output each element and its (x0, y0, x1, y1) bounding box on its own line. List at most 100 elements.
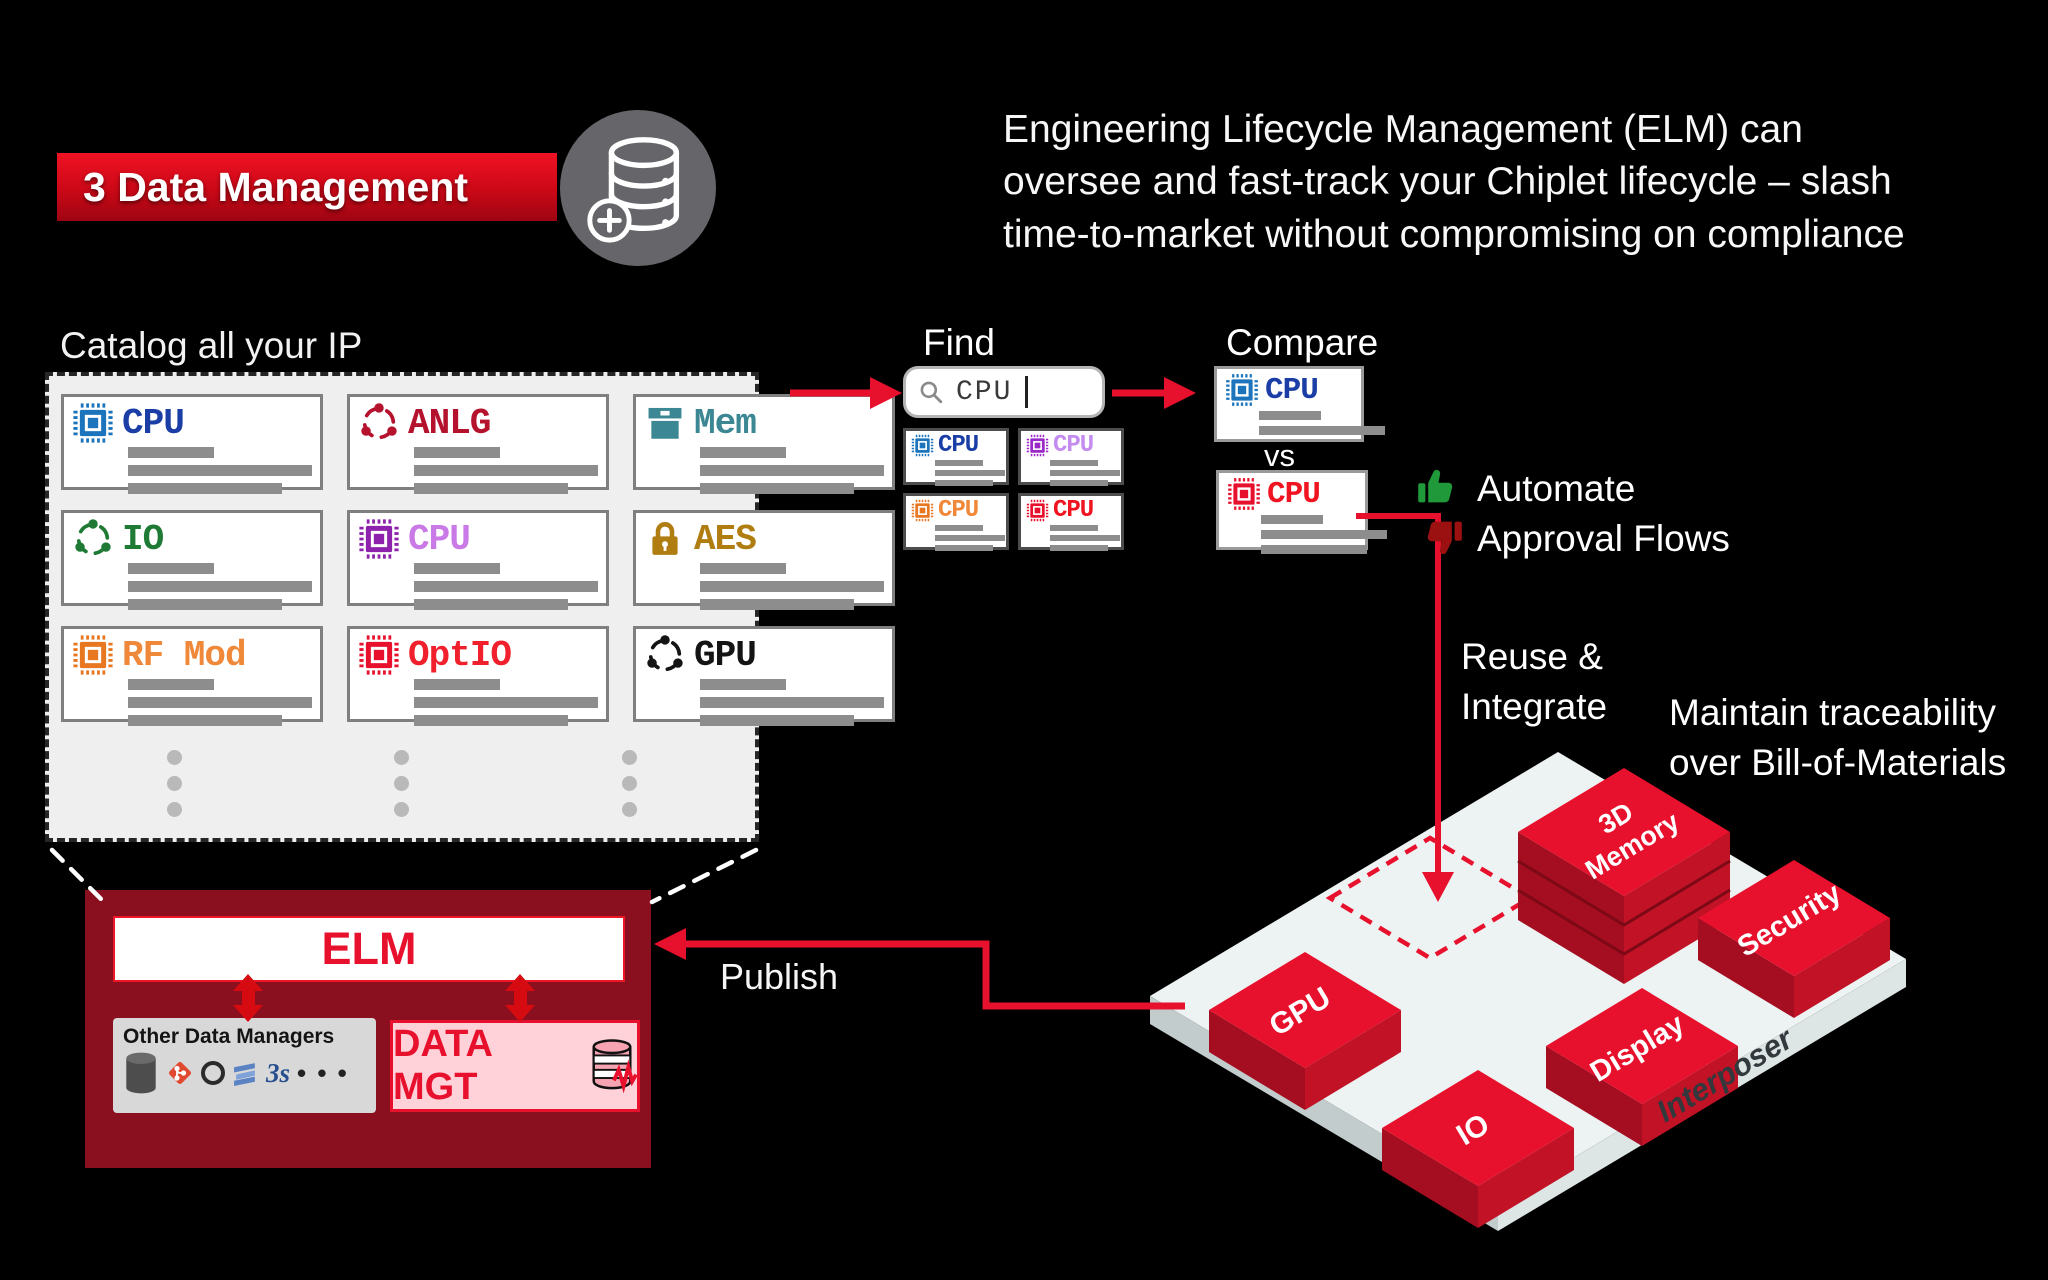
vs-label: vs (1264, 438, 1295, 473)
card-label: GPU (694, 634, 757, 676)
more-managers-ellipsis: • • • (297, 1057, 349, 1088)
data-mgt-box[interactable]: DATA MGT (390, 1020, 640, 1112)
card-label: Mem (694, 402, 757, 444)
placeholder-bars (128, 563, 312, 610)
maintain-line: over Bill-of-Materials (1669, 741, 2007, 783)
publish-label: Publish (720, 956, 839, 997)
chip-3d-memory: 3D Memory (1517, 768, 1731, 984)
result-card[interactable]: CPU (1018, 493, 1124, 551)
elm-label: ELM (321, 923, 417, 974)
search-value: CPU (956, 376, 1013, 408)
chip-icon (358, 518, 400, 560)
chip-icon (1026, 434, 1049, 457)
ip-card-anlg[interactable]: ANLG (347, 394, 609, 494)
card-head: GPU (644, 634, 884, 676)
other-data-managers-box: Other Data Managers 3s • • • (113, 1018, 376, 1113)
reuse-text: Reuse & Integrate (1461, 632, 1607, 732)
result-card[interactable]: CPU (903, 493, 1009, 551)
intro-line: oversee and fast-track your Chiplet life… (1003, 160, 1892, 204)
ellipsis-dots (288, 750, 515, 817)
ip-card-grid: CPU ANLG Mem IO (61, 394, 895, 726)
chip-icon (911, 499, 934, 522)
share-icon (72, 518, 114, 560)
automate-line: Approval Flows (1477, 517, 1730, 559)
search-results: CPU CPU CPU CPU (903, 428, 1124, 551)
database-cylinder-icon (123, 1052, 159, 1094)
ip-card-aes[interactable]: AES (633, 510, 895, 610)
maintain-line: Maintain traceability (1669, 692, 1996, 733)
card-label: AES (694, 518, 757, 560)
vendor-logo: 3s (266, 1057, 291, 1088)
thumbs-down-icon (1419, 514, 1467, 567)
card-head: CPU (72, 402, 312, 444)
search-input[interactable]: CPU (903, 366, 1105, 418)
chip-display: Display (1546, 988, 1738, 1146)
share-icon (644, 634, 686, 676)
reuse-line: Reuse & (1461, 636, 1603, 677)
find-title: Find (923, 322, 995, 363)
placeholder-bars (128, 447, 312, 494)
other-dm-title: Other Data Managers (123, 1025, 335, 1048)
ip-card-gpu[interactable]: GPU (633, 626, 895, 726)
arrow-find-to-compare (1112, 377, 1196, 409)
ellipsis-dots (61, 750, 288, 817)
intro-line: Engineering Lifecycle Management (ELM) c… (1003, 108, 1803, 151)
compare-card-top[interactable]: CPU (1214, 366, 1385, 442)
box-icon (644, 402, 686, 444)
reuse-line: Integrate (1461, 685, 1608, 727)
chip-icon (911, 434, 934, 457)
ip-card-mem[interactable]: Mem (633, 394, 895, 494)
placeholder-bars (414, 679, 598, 726)
search-icon (918, 379, 944, 405)
card-label: IO (122, 518, 164, 560)
card-label: CPU (1267, 476, 1321, 512)
chip-icon (1225, 373, 1259, 407)
text-cursor (1025, 376, 1029, 408)
ip-card-io[interactable]: IO (61, 510, 323, 610)
placeholder-bars (700, 563, 884, 610)
layers-icon (232, 1060, 259, 1087)
elm-bar[interactable]: ELM (113, 916, 625, 982)
result-card[interactable]: CPU (1018, 428, 1124, 486)
ip-card-cpu-blue[interactable]: CPU (61, 394, 323, 494)
card-head: Mem (644, 402, 884, 444)
compare-card-bottom[interactable]: CPU (1216, 470, 1387, 554)
card-head: CPU (358, 518, 598, 560)
card-head: CPU (1026, 496, 1116, 524)
placeholder-bars (935, 525, 1005, 551)
chip-icon (1026, 499, 1049, 522)
chip-icon (72, 402, 114, 444)
card-head: CPU (1225, 372, 1353, 408)
share-icon (358, 402, 400, 444)
placeholder-bars (414, 563, 598, 610)
card-label: CPU (938, 496, 979, 524)
elm-container: ELM Other Data Managers 3s • • • DATA MG… (85, 890, 651, 1168)
card-head: CPU (911, 432, 1001, 459)
card-head: CPU (1026, 432, 1116, 459)
ellipsis-dots (516, 750, 743, 817)
intro-line: time-to-market without compromising on c… (1003, 212, 1905, 256)
card-head: RF Mod (72, 634, 312, 676)
ip-catalog-panel: CPU ANLG Mem IO (45, 372, 895, 842)
placeholder-bars (1050, 460, 1120, 486)
placeholder-bars (700, 679, 884, 726)
placeholder-bars (1050, 525, 1120, 551)
card-label: CPU (122, 402, 185, 444)
card-label: RF Mod (122, 634, 247, 676)
result-card[interactable]: CPU (903, 428, 1009, 486)
intro-text: Engineering Lifecycle Management (ELM) c… (1003, 104, 1905, 261)
ip-card-rfmod[interactable]: RF Mod (61, 626, 323, 726)
placeholder-bars (128, 679, 312, 726)
database-add-icon (579, 126, 697, 250)
thumbs-up-icon (1413, 462, 1461, 515)
ip-card-cpu-purple[interactable]: CPU (347, 510, 609, 610)
git-icon (166, 1059, 194, 1087)
card-label: CPU (1265, 372, 1319, 408)
ip-card-optio[interactable]: OptIO (347, 626, 609, 726)
banner-label: 3 Data Management (83, 163, 469, 210)
card-label: CPU (408, 518, 471, 560)
card-label: CPU (1053, 496, 1094, 524)
database-add-badge (560, 110, 716, 266)
placeholder-bars (1259, 411, 1385, 435)
catalog-title: Catalog all your IP (60, 325, 363, 366)
